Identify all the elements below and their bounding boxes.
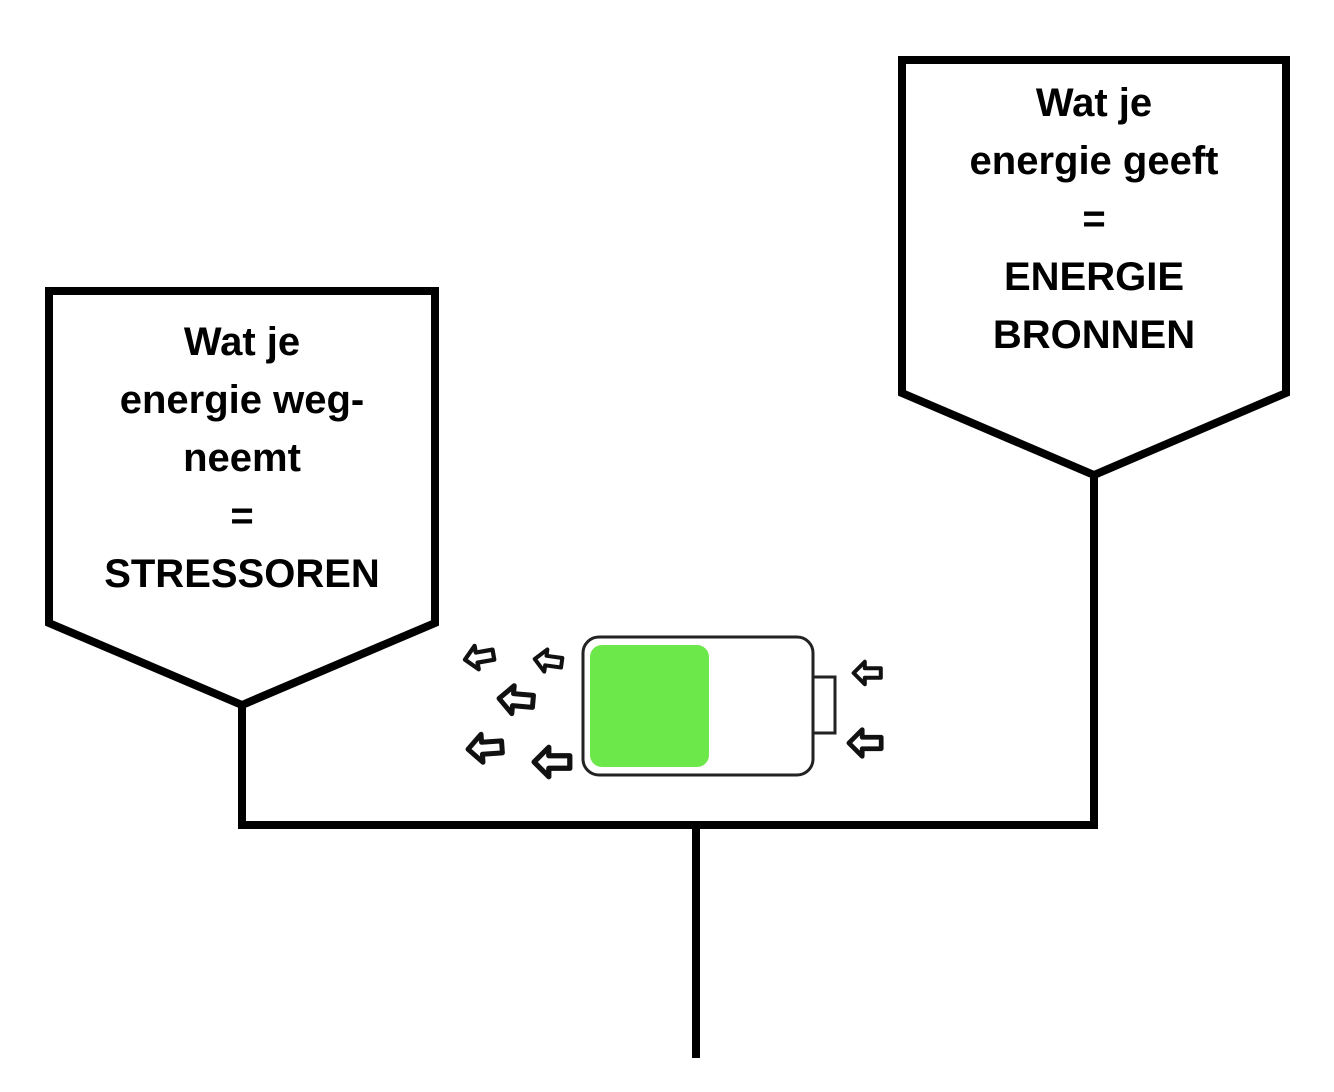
stressors-box-text: Wat je energie weg- neemt = STRESSOREN	[48, 313, 436, 603]
stressors-line-4: =	[230, 494, 254, 538]
arrow-left-icon	[462, 643, 497, 672]
stressors-line-5: STRESSOREN	[104, 552, 380, 596]
resources-line-5: BRONNEN	[992, 313, 1196, 357]
resources-line-1: Wat je	[1035, 81, 1153, 125]
arrow-left-icon	[531, 744, 573, 780]
resources-box-text: Wat je energie geeft = ENERGIE BRONNEN	[900, 74, 1288, 364]
stressors-line-2: energie weg-	[119, 378, 365, 422]
stressors-box-shape	[45, 287, 439, 710]
stressors-line-3: neemt	[183, 436, 301, 480]
energy-arrows	[462, 643, 884, 780]
battery-icon	[581, 635, 837, 777]
resources-box-shape	[898, 56, 1290, 480]
connector-bracket	[238, 475, 1098, 829]
arrow-left-icon	[846, 727, 884, 759]
resources-line-2: energie geeft	[969, 139, 1219, 183]
resources-line-3: =	[1082, 197, 1106, 241]
battery-charge-fill	[590, 645, 709, 767]
resources-line-4: ENERGIE	[1003, 255, 1185, 299]
arrow-left-icon	[465, 731, 505, 765]
arrow-left-icon	[496, 683, 536, 717]
arrow-left-icon	[851, 659, 883, 687]
arrow-left-icon	[532, 647, 565, 674]
stressors-line-1: Wat je	[183, 320, 301, 364]
